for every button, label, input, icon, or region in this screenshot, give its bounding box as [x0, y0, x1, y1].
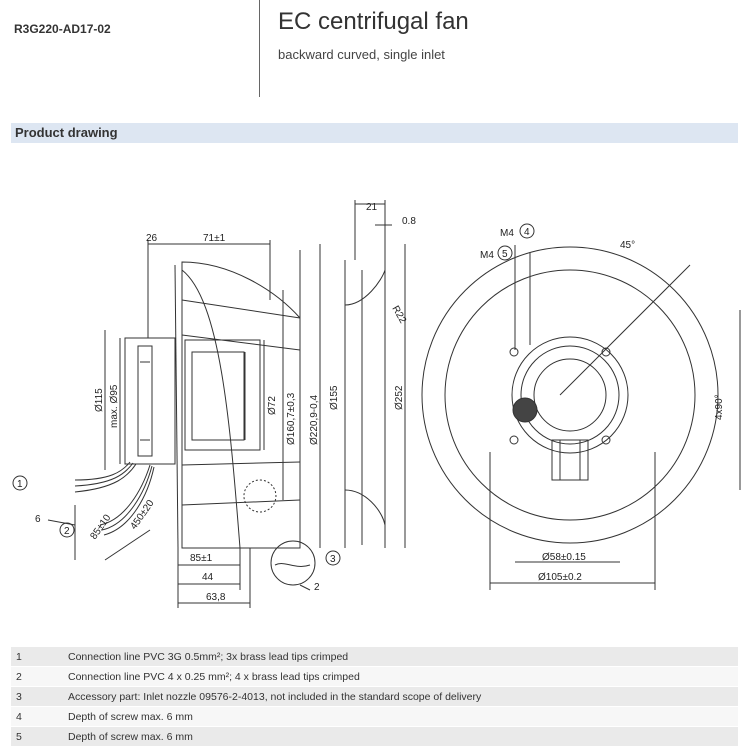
page-subtitle: backward curved, single inlet	[278, 47, 445, 62]
callout-3: 3	[330, 554, 336, 565]
front-view	[421, 245, 741, 590]
notes-table: 1 Connection line PVC 3G 0.5mm²; 3x bras…	[11, 647, 738, 747]
note-number: 3	[11, 686, 63, 707]
label-m4-a: M4	[500, 228, 514, 239]
note-number: 4	[11, 706, 63, 727]
product-drawing: 26 71±1 Ø115 max. Ø95 Ø72 Ø160,7±0,3 Ø22…	[12, 200, 741, 608]
note-text: Depth of screw max. 6 mm	[63, 726, 738, 747]
dim-45-deg: 45°	[620, 240, 635, 251]
table-row: 2 Connection line PVC 4 x 0.25 mm²; 4 x …	[11, 666, 738, 687]
dim-160: Ø160,7±0,3	[286, 392, 297, 445]
callout-2: 2	[64, 526, 70, 537]
dim-21: 21	[366, 202, 378, 213]
dim-115: Ø115	[94, 388, 105, 412]
table-row: 1 Connection line PVC 3G 0.5mm²; 3x bras…	[11, 647, 738, 667]
callout-1: 1	[17, 479, 23, 490]
table-row: 3 Accessory part: Inlet nozzle 09576-2-4…	[11, 686, 738, 707]
note-text: Connection line PVC 3G 0.5mm²; 3x brass …	[63, 647, 738, 667]
section-title: Product drawing	[15, 125, 118, 140]
dim-252: Ø252	[394, 385, 405, 410]
dim-63-8: 63,8	[206, 592, 226, 603]
dim-4x90: 4x90°	[714, 394, 725, 420]
dim-72: Ø72	[267, 396, 278, 415]
callout-5: 5	[502, 249, 508, 260]
dim-58: Ø58±0.15	[542, 552, 586, 563]
dim-71: 71±1	[203, 233, 226, 244]
note-text: Accessory part: Inlet nozzle 09576-2-401…	[63, 686, 738, 707]
note-text: Connection line PVC 4 x 0.25 mm²; 4 x br…	[63, 666, 738, 687]
label-m4-b: M4	[480, 250, 494, 261]
note-number: 5	[11, 726, 63, 747]
dim-0-8: 0.8	[402, 216, 416, 227]
note-number: 2	[11, 666, 63, 687]
callout-4: 4	[524, 227, 530, 238]
dim-85: 85±1	[190, 553, 213, 564]
dim-105: Ø105±0.2	[538, 572, 582, 583]
nozzle-view	[344, 200, 406, 548]
note-number: 1	[11, 647, 63, 667]
table-row: 4 Depth of screw max. 6 mm	[11, 706, 738, 727]
section-header: Product drawing	[11, 123, 738, 143]
dim-155: Ø155	[329, 385, 340, 410]
dim-44: 44	[202, 572, 214, 583]
header-divider	[259, 0, 260, 97]
note-text: Depth of screw max. 6 mm	[63, 706, 738, 727]
side-view	[47, 240, 321, 608]
dim-2: 2	[314, 582, 320, 593]
model-number: R3G220-AD17-02	[14, 22, 111, 36]
dim-26: 26	[146, 233, 158, 244]
dim-6: 6	[35, 514, 41, 525]
dim-95: max. Ø95	[109, 384, 120, 428]
dim-220: Ø220,9-0,4	[309, 395, 320, 445]
page-title: EC centrifugal fan	[278, 8, 469, 35]
table-row: 5 Depth of screw max. 6 mm	[11, 726, 738, 747]
